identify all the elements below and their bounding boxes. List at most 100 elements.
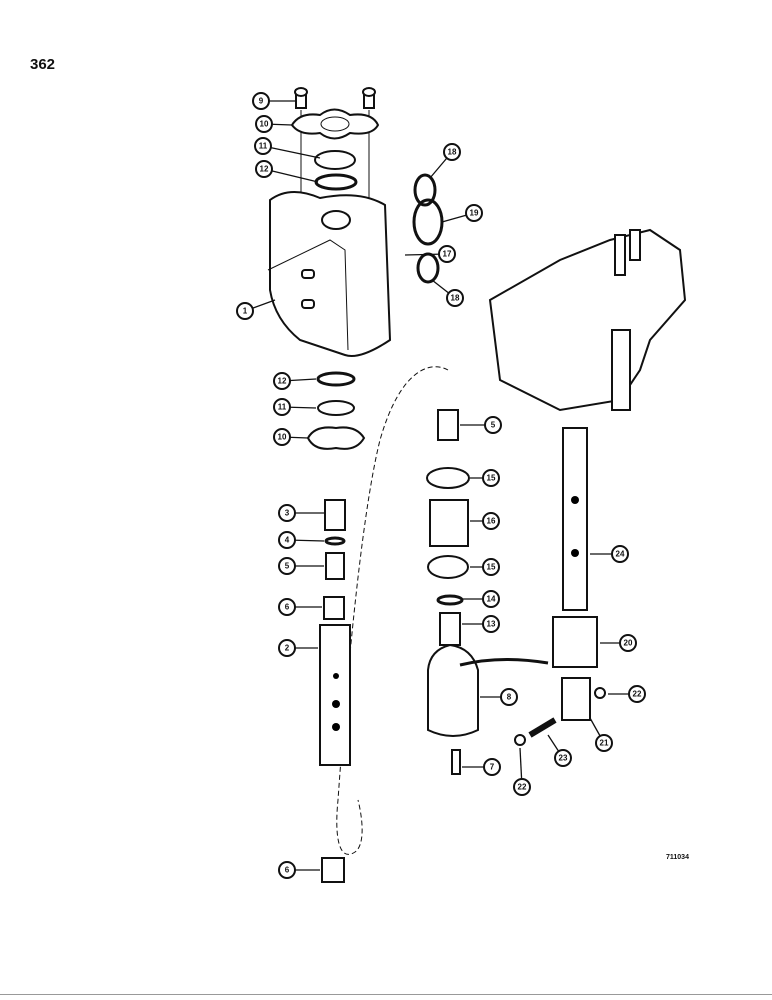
retainer-6-bottom: [321, 857, 345, 883]
callout-21: 21: [589, 717, 613, 752]
callout-6: 6: [278, 598, 322, 616]
callout-11: 11: [254, 137, 321, 159]
callout-number: 3: [285, 509, 290, 518]
callout-2: 2: [278, 639, 318, 657]
callout-number: 11: [259, 142, 268, 151]
spring-5-right: [437, 409, 459, 441]
callout-number: 4: [285, 536, 290, 545]
spring-5-left: [325, 552, 345, 580]
callout-4: 4: [278, 531, 325, 549]
callout-17: 17: [404, 245, 456, 263]
callout-number: 20: [624, 639, 633, 648]
callout-number: 22: [518, 783, 527, 792]
callout-number: 14: [487, 595, 496, 604]
callout-14: 14: [463, 590, 500, 608]
valve-bank-assembly: [488, 228, 687, 412]
callout-number: 24: [616, 550, 625, 559]
callout-labels: 9101112181917181121110345626515161514138…: [236, 92, 646, 879]
callout-13: 13: [462, 615, 500, 633]
ball-22-right: [594, 687, 606, 699]
callout-5: 5: [460, 416, 502, 434]
callout-number: 6: [285, 603, 290, 612]
callout-number: 12: [278, 377, 287, 386]
callout-number: 10: [278, 433, 287, 442]
seat-11-top: [314, 150, 356, 170]
callout-10: 10: [273, 428, 309, 446]
oring-12-top: [314, 173, 358, 191]
callout-20: 20: [600, 634, 637, 652]
callout-number: 11: [278, 403, 287, 412]
clevis-3: [324, 499, 346, 531]
oring-18-bottom: [416, 252, 440, 284]
callout-22: 22: [513, 747, 531, 796]
callout-number: 15: [487, 563, 496, 572]
callout-number: 7: [490, 763, 495, 772]
callout-number: 19: [470, 209, 479, 218]
assembly-leader-line: [336, 366, 449, 855]
callout-number: 1: [243, 307, 248, 316]
callout-number: 8: [507, 693, 512, 702]
callout-number: 23: [559, 754, 568, 763]
callout-23: 23: [547, 734, 572, 767]
retainer-6-top: [323, 596, 345, 620]
oring-4: [324, 536, 346, 546]
callout-8: 8: [480, 688, 518, 706]
callout-number: 12: [260, 165, 269, 174]
callout-22: 22: [608, 685, 646, 703]
oring-12-lower: [316, 371, 356, 387]
plate-10-lower: [306, 426, 366, 450]
callout-number: 18: [451, 294, 460, 303]
screw-9: [294, 87, 376, 109]
callout-24: 24: [590, 545, 629, 563]
callout-19: 19: [441, 204, 483, 223]
callout-number: 5: [285, 562, 290, 571]
cap-8: [427, 643, 479, 737]
callout-number: 9: [259, 97, 264, 106]
fitting-21: [561, 677, 591, 721]
spring-16: [429, 499, 469, 547]
spool-24: [562, 427, 588, 611]
plate-10-top: [290, 108, 380, 140]
leader-arrow: [263, 168, 319, 183]
callout-12: 12: [273, 372, 317, 390]
oring-14: [436, 594, 464, 606]
callout-10: 10: [255, 115, 293, 133]
oring-18-top: [413, 173, 437, 207]
leader-arrow: [262, 145, 321, 159]
callout-12: 12: [255, 160, 319, 183]
callout-5: 5: [278, 557, 324, 575]
spring-23: [528, 717, 557, 738]
callout-number: 2: [285, 644, 290, 653]
callout-3: 3: [278, 504, 324, 522]
oring-19: [412, 198, 444, 246]
seat-11-lower: [317, 400, 355, 416]
figure-code: 711034: [666, 854, 689, 861]
valve-body-1: [269, 191, 392, 357]
page-number: 362: [30, 56, 56, 73]
callout-15: 15: [470, 558, 500, 576]
page-bottom-rule: [0, 994, 772, 995]
callout-7: 7: [462, 758, 501, 776]
seat-15-top: [426, 467, 470, 489]
callout-1: 1: [236, 299, 276, 320]
callout-number: 10: [260, 120, 269, 129]
callout-number: 15: [487, 474, 496, 483]
callout-number: 22: [633, 690, 642, 699]
callout-number: 17: [443, 250, 452, 259]
callout-11: 11: [273, 398, 317, 416]
screw-7: [451, 749, 461, 775]
ball-22-left: [514, 734, 526, 746]
callout-number: 21: [600, 739, 609, 748]
callout-number: 13: [487, 620, 496, 629]
callout-6: 6: [278, 861, 320, 879]
spool-2: [319, 624, 351, 766]
callout-9: 9: [252, 92, 296, 110]
seat-15-bottom: [427, 555, 469, 579]
callout-18: 18: [429, 143, 461, 179]
plug-13: [439, 612, 461, 646]
callout-16: 16: [470, 512, 500, 530]
callout-number: 16: [487, 517, 496, 526]
callout-number: 6: [285, 866, 290, 875]
callout-15: 15: [470, 469, 500, 487]
